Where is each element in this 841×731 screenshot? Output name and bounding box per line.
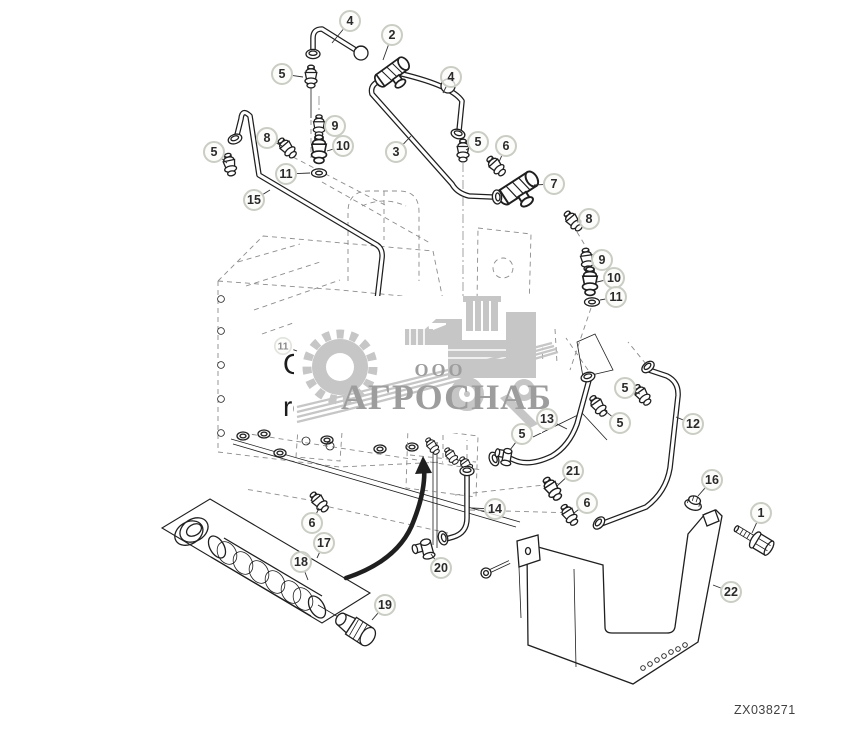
callout-16: 16 — [701, 469, 723, 491]
leader-line-5 — [292, 75, 304, 78]
leader-line-13 — [556, 423, 568, 430]
leader-line-16 — [697, 487, 706, 497]
callout-2: 2 — [381, 24, 403, 46]
elbow-fitting-20 — [411, 538, 436, 560]
tube-14 — [443, 473, 470, 542]
callout-4: 4 — [339, 10, 361, 32]
leader-line-11 — [293, 349, 298, 352]
leader-line-5 — [635, 391, 641, 395]
flange-nut-16 — [684, 495, 702, 511]
callout-5: 5 — [271, 63, 293, 85]
callout-5: 5 — [203, 141, 225, 163]
callout-12: 12 — [682, 413, 704, 435]
tube-4-left — [310, 26, 357, 55]
leader-line-22 — [712, 584, 721, 589]
callout-10: 10 — [603, 267, 625, 289]
filter-cap-17 — [174, 517, 209, 546]
leader-line-5 — [603, 409, 612, 417]
tube-15 — [234, 109, 385, 431]
guard-22 — [516, 509, 723, 685]
leader-line-18 — [304, 572, 309, 581]
leader-line-19 — [371, 613, 379, 621]
callout-11: 11 — [273, 336, 293, 356]
leader-line-8 — [276, 142, 283, 147]
filter-kit-box — [160, 498, 372, 624]
callout-5: 5 — [609, 412, 631, 434]
callout-8: 8 — [256, 127, 278, 149]
leader-line-12 — [675, 416, 683, 421]
leader-line-6 — [316, 507, 320, 514]
leader-line-3 — [403, 135, 412, 145]
callout-17: 17 — [313, 532, 335, 554]
callout-3: 3 — [385, 141, 407, 163]
leader-line-11 — [296, 172, 311, 174]
callout-9: 9 — [591, 249, 613, 271]
callout-6: 6 — [576, 492, 598, 514]
leader-line-5 — [509, 442, 516, 451]
callout-7: 7 — [543, 173, 565, 195]
fitting-19 — [335, 612, 377, 647]
gear-icon — [302, 329, 378, 405]
leader-line-17 — [316, 552, 320, 559]
callout-1: 1 — [750, 502, 772, 524]
watermark-org-name: АГРОСНАБ — [341, 377, 552, 417]
curved-up-arrow-icon — [343, 456, 432, 581]
callout-6: 6 — [495, 135, 517, 157]
leader-line-2 — [382, 45, 389, 61]
callout-9: 9 — [324, 115, 346, 137]
callout-18: 18 — [290, 551, 312, 573]
callout-14: 14 — [484, 498, 506, 520]
callout-11: 11 — [275, 163, 297, 185]
callout-5: 5 — [467, 131, 489, 153]
callout-5: 5 — [614, 377, 636, 399]
callout-10: 10 — [332, 135, 354, 157]
bolt-1 — [733, 525, 775, 556]
swoosh-lines — [296, 341, 559, 424]
combine-harvester-icon — [405, 296, 538, 428]
centerlines — [292, 88, 647, 468]
callout-11: 11 — [605, 286, 627, 308]
filter-screen-18 — [207, 535, 346, 622]
watermark-org-prefix: ООО — [414, 360, 466, 380]
leader-line-1 — [751, 522, 757, 534]
callout-19: 19 — [374, 594, 396, 616]
tube-12 — [598, 367, 681, 527]
leader-line-4 — [331, 29, 344, 44]
callout-8: 8 — [578, 208, 600, 230]
callout-4: 4 — [440, 66, 462, 88]
image-code: ZX038271 — [734, 703, 796, 717]
callout-20: 20 — [430, 557, 452, 579]
callout-13: 13 — [536, 408, 558, 430]
callout-21: 21 — [562, 460, 584, 482]
small-bolt-guard-tab — [480, 560, 511, 579]
tube-13 — [502, 377, 592, 466]
leader-line-14 — [470, 507, 485, 509]
leader-line-4 — [442, 86, 447, 94]
callout-15: 15 — [243, 189, 265, 211]
leader-line-10 — [326, 148, 333, 152]
leader-line-5 — [222, 158, 228, 164]
leader-line-11 — [599, 298, 606, 301]
leader-line-6 — [498, 155, 503, 163]
leader-line-15 — [263, 189, 271, 195]
elbow-fitting-13-end — [494, 447, 513, 467]
callout-22: 22 — [720, 581, 742, 603]
leader-line-6 — [573, 509, 579, 514]
callout-5: 5 — [511, 423, 533, 445]
leader-line-21 — [556, 478, 566, 487]
callout-6: 6 — [301, 512, 323, 534]
leader-line-10 — [596, 280, 604, 283]
